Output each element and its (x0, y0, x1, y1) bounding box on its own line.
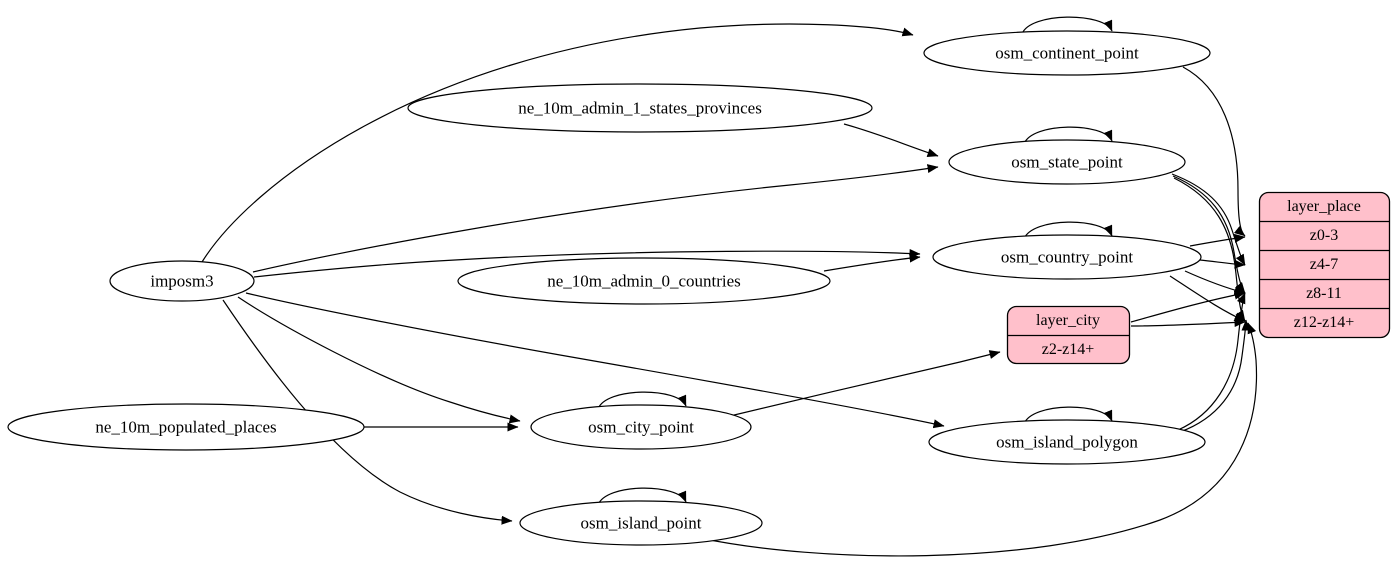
node-osm-state-point[interactable] (948, 139, 1186, 185)
edge-osm-state-point-to-layer-place-z8-11 (1172, 175, 1246, 294)
edge-self-loop-osm-country-point (1023, 221, 1113, 240)
edge-osm-country-point-to-layer-place-z12-z14 (1169, 275, 1246, 322)
edge-osm-country-point-to-layer-place-z4-7 (1199, 259, 1246, 269)
edge-self-loop-osm-city-point (597, 391, 687, 410)
edge-imposm3-to-osm-island-point (222, 299, 513, 525)
edge-layer (201, 16, 1258, 557)
edge-imposm3-to-osm-island-polygon (245, 292, 945, 429)
edge-osm-country-point-to-layer-place-z0-3 (1189, 233, 1246, 247)
edge-self-loop-osm-island-point (597, 487, 687, 506)
edge-osm-continent-point-to-layer-place-z0-3 (1182, 66, 1246, 237)
edge-self-loop-osm-island-polygon (1023, 406, 1113, 425)
node-osm-island-point[interactable] (519, 500, 763, 546)
edge-self-loop-osm-state-point (1023, 126, 1113, 145)
edge-ne-countries-to-osm-country-point (823, 253, 921, 272)
edge-osm-island-polygon-to-layer-place-z12-z14 (1179, 319, 1251, 433)
edge-imposm3-to-osm-country-point (253, 248, 921, 278)
node-layer-city[interactable] (1006, 305, 1131, 365)
node-osm-city-point[interactable] (530, 404, 752, 450)
edge-layer-city-to-layer-place-z12-z14 (1130, 318, 1246, 328)
edge-ne-states-to-osm-state-point (843, 123, 939, 157)
node-ne-10m-populated-places[interactable] (7, 403, 365, 451)
edge-layer-city-to-layer-place-z8-11 (1130, 290, 1246, 323)
edge-imposm3-to-osm-continent-point (201, 23, 914, 263)
node-imposm3[interactable] (109, 260, 255, 302)
node-ne-10m-admin-1-states-provinces[interactable] (407, 83, 873, 133)
edge-self-loop-osm-continent-point (1021, 16, 1113, 35)
node-ne-10m-admin-0-countries[interactable] (457, 257, 831, 305)
edge-osm-city-point-to-layer-city (729, 350, 1001, 417)
edge-osm-island-polygon-to-layer-place-z8-11 (1177, 292, 1246, 431)
node-layer-place[interactable] (1258, 191, 1391, 339)
node-osm-island-polygon[interactable] (928, 419, 1206, 465)
edge-osm-state-point-to-layer-place-z4-7 (1171, 173, 1246, 266)
edge-imposm3-to-osm-city-point (237, 296, 521, 424)
node-layer (7, 30, 1211, 546)
edge-osm-island-point-to-layer-place-z12-z14 (699, 322, 1258, 557)
edge-imposm3-to-osm-state-point (252, 164, 939, 273)
node-osm-continent-point[interactable] (923, 30, 1211, 76)
node-osm-country-point[interactable] (932, 234, 1202, 280)
